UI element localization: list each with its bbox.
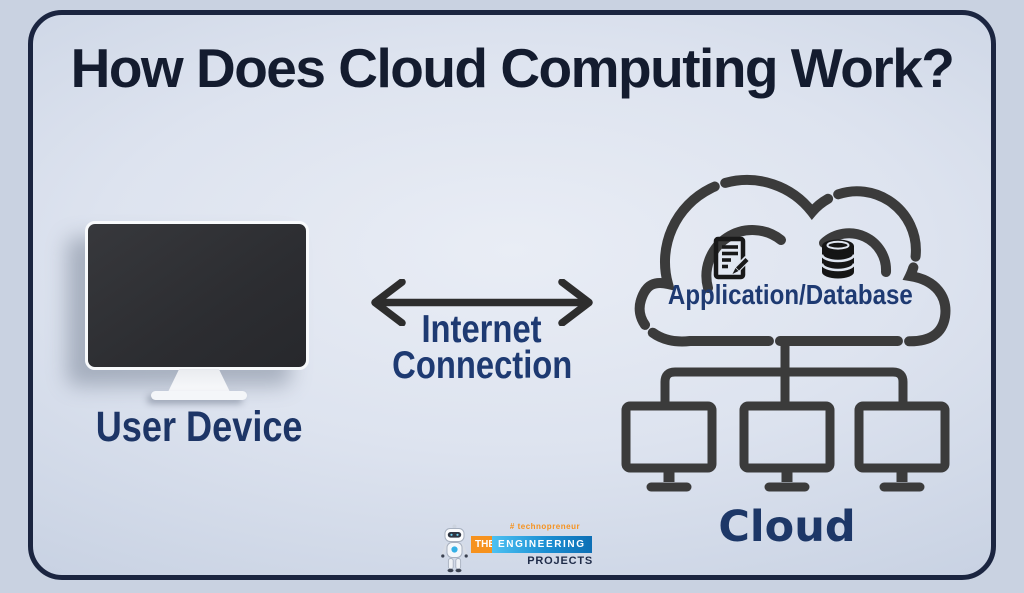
database-icon [820, 239, 856, 279]
user-device-label: User Device [57, 406, 341, 449]
logo-tagline: # technopreneur [509, 522, 581, 531]
arrow-head-right [558, 279, 593, 326]
server-monitor-icon-left [626, 406, 712, 487]
page-title: How Does Cloud Computing Work? [70, 37, 955, 99]
server-monitor-icon-right [859, 406, 945, 487]
pencil-icon [732, 256, 750, 274]
arrow-head-left [371, 279, 406, 326]
internet-line: Internet [421, 308, 543, 351]
logo-word-projects: PROJECTS [527, 555, 593, 567]
application-database-label: Application/Database [648, 281, 924, 309]
user-device-monitor-icon [85, 221, 309, 370]
server-monitor-icon-middle [744, 406, 830, 487]
internet-connection-label: Internet Connection [372, 308, 592, 387]
cloud-label: Cloud [718, 502, 856, 552]
connection-line: Connection [391, 344, 573, 387]
user-device-label-text: User Device [95, 403, 303, 451]
monitor-base-icon [151, 391, 247, 400]
double-arrow-icon [371, 279, 593, 326]
cloud-network-diagram [608, 174, 972, 498]
logo-word-engineering: ENGINEERING [492, 536, 592, 553]
document-edit-icon [713, 236, 750, 280]
brand-logo: # technopreneur THE ENGINEERING PROJECTS [441, 521, 593, 577]
robot-icon [441, 524, 468, 573]
network-connector-lines [660, 338, 908, 407]
application-database-text: Application/Database [667, 279, 913, 310]
cloud-icon [634, 174, 951, 347]
monitor-stand-icon [168, 369, 230, 392]
cloud-inner-arc-right [819, 228, 892, 277]
